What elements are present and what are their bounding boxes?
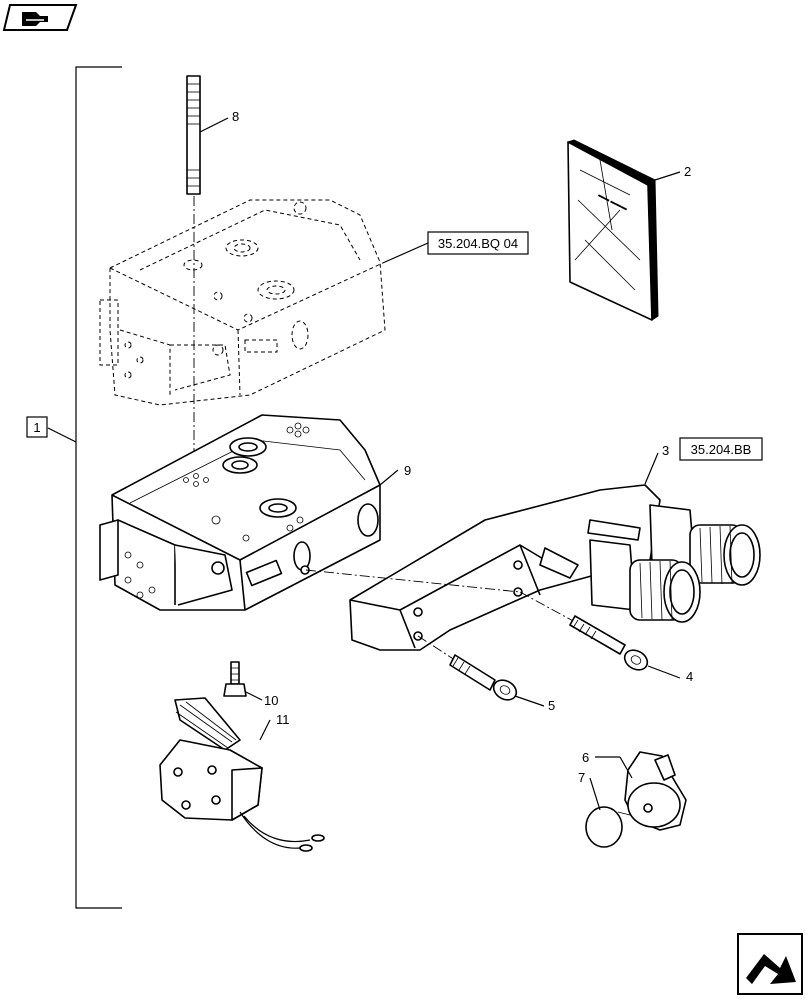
callout-2: 2 <box>684 164 691 179</box>
small-screw <box>223 661 247 697</box>
instruction-booklet: ▬▬ ▬▬▬ <box>566 139 659 321</box>
short-cap-screw <box>417 635 518 701</box>
coupler-manifold <box>349 484 761 651</box>
next-page-arrow-icon[interactable] <box>737 933 803 995</box>
callout-11: 11 <box>276 712 290 727</box>
callout-6: 6 <box>582 750 589 765</box>
callout-3: 3 <box>662 443 669 458</box>
group-label-box: 1 <box>26 416 48 438</box>
dust-cap <box>624 751 687 831</box>
callout-4: 4 <box>686 669 693 684</box>
plug <box>585 806 631 848</box>
stud-bolt <box>186 75 201 195</box>
phantom-valve-section <box>99 199 386 406</box>
reference-label-bb: 35.204.BB <box>691 442 752 457</box>
group-bracket <box>47 66 122 909</box>
callout-5: 5 <box>548 698 555 713</box>
reference-box-bq04[interactable]: 35.204.BQ 04 <box>427 231 529 255</box>
group-label: 1 <box>33 420 40 435</box>
control-valve-body <box>99 414 381 611</box>
callout-8: 8 <box>232 109 239 124</box>
book-page-icon[interactable] <box>2 4 78 31</box>
reference-box-bb[interactable]: 35.204.BB <box>679 437 763 461</box>
callout-10: 10 <box>264 693 278 708</box>
long-cap-screw <box>519 591 649 671</box>
reference-label-bq04: 35.204.BQ 04 <box>438 236 518 251</box>
callout-7: 7 <box>578 770 585 785</box>
switch-assembly <box>159 697 325 852</box>
callout-9: 9 <box>404 463 411 478</box>
